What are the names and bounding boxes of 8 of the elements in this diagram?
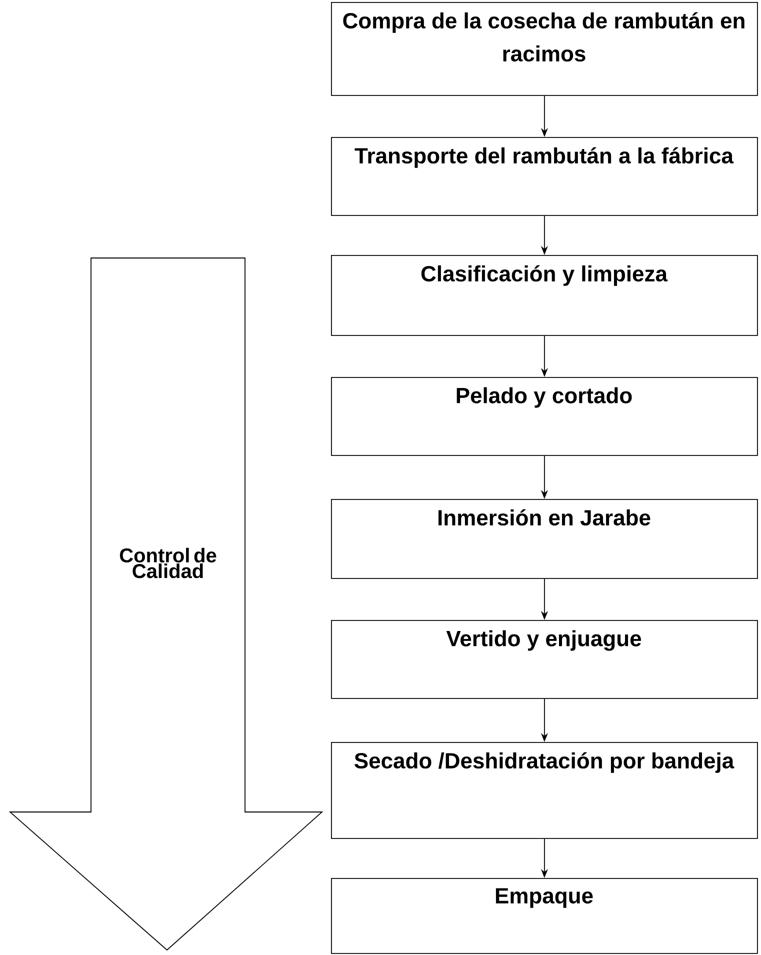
process-box: Secado /Deshidratación por bandeja	[331, 742, 758, 839]
process-box: Empaque	[331, 878, 758, 954]
process-box: Pelado y cortado	[331, 377, 758, 456]
process-box: Compra de la cosecha de rambután en racimos	[331, 2, 758, 96]
process-box: Transporte del rambután a la fábrica	[331, 137, 758, 216]
process-box: Clasificación y limpieza	[331, 255, 758, 336]
process-box: Vertido y enjuague	[331, 620, 758, 699]
process-box: Inmersión en Jarabe	[331, 499, 758, 579]
